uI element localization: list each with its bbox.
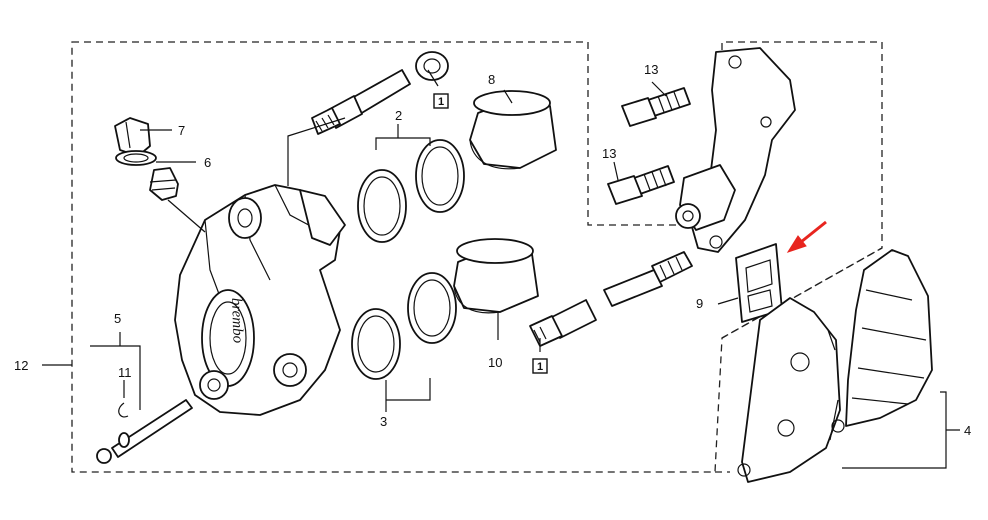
upper-boot xyxy=(415,51,449,81)
pad-pin xyxy=(96,399,193,464)
caliper-bracket xyxy=(675,47,796,253)
callout-11: 11 xyxy=(118,365,132,380)
bracket-bolt-bottom xyxy=(607,165,675,205)
bleeder-valve xyxy=(149,167,206,233)
callout-4: 4 xyxy=(964,423,971,438)
leader-lines xyxy=(42,69,960,469)
callout-10: 10 xyxy=(488,355,502,370)
lower-slide-pin xyxy=(603,251,693,307)
callout-5: 5 xyxy=(114,311,121,326)
callout-2: 2 xyxy=(395,108,402,123)
callout-13-bottom: 13 xyxy=(602,146,616,161)
piston-lower xyxy=(453,238,539,314)
callout-9: 9 xyxy=(696,296,703,311)
bleeder-cap xyxy=(114,117,157,166)
caliper-assembly-dashed-frame xyxy=(71,41,883,473)
callout-3: 3 xyxy=(380,414,387,429)
upper-slide-pin xyxy=(311,69,411,135)
red-pointer-arrow-icon xyxy=(786,220,827,253)
svg-text:1: 1 xyxy=(537,361,543,373)
upper-seals xyxy=(357,139,465,243)
lower-seals xyxy=(351,272,457,380)
brand-logo-text: brembo xyxy=(228,298,246,344)
callout-13-top: 13 xyxy=(644,62,658,77)
callout-12: 12 xyxy=(14,358,28,373)
callout-labels: 8 2 7 6 5 11 12 3 10 13 13 9 4 xyxy=(14,62,971,438)
boxed-label-top: 1 xyxy=(433,93,449,109)
callout-7: 7 xyxy=(178,123,185,138)
piston-upper xyxy=(469,90,557,170)
callout-6: 6 xyxy=(204,155,211,170)
bracket-bolt-top xyxy=(621,87,691,127)
boxed-label-bottom: 1 xyxy=(532,358,548,374)
svg-text:1: 1 xyxy=(438,96,444,108)
brake-pad-rear xyxy=(831,249,933,433)
pad-assembly-dashed-frame xyxy=(715,247,883,473)
assembly-frame xyxy=(71,41,883,473)
lower-bolt xyxy=(529,299,597,347)
callout-8: 8 xyxy=(488,72,495,87)
brake-pad-front xyxy=(737,297,841,483)
caliper-body: brembo xyxy=(174,184,346,416)
